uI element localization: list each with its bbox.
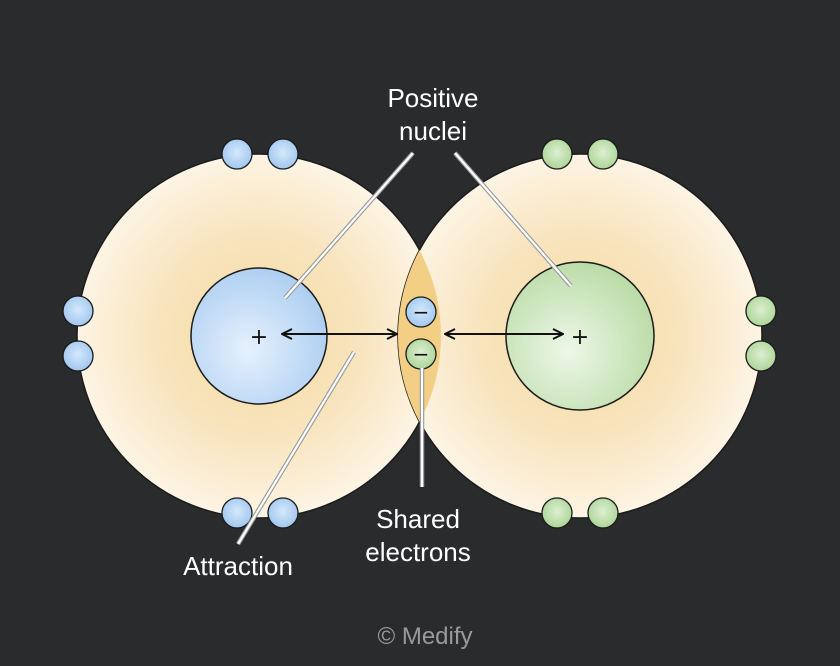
label-shared-electrons-line2: electrons bbox=[365, 537, 471, 567]
leader-lines bbox=[236, 151, 573, 546]
label-attraction: Attraction bbox=[183, 551, 293, 581]
left-nucleus-plus-sign: + bbox=[250, 325, 268, 350]
electron bbox=[267, 138, 299, 170]
right-nucleus-plus-sign: + bbox=[571, 325, 589, 350]
electron bbox=[62, 295, 94, 327]
electron bbox=[221, 138, 253, 170]
electron bbox=[62, 340, 94, 372]
leader-line-positive-nuclei-left bbox=[283, 151, 415, 300]
electron bbox=[267, 497, 299, 529]
label-shared-electrons-line1: Shared bbox=[376, 504, 460, 534]
electron bbox=[587, 497, 619, 529]
shared-electron-green: − bbox=[405, 338, 437, 370]
electron bbox=[745, 340, 777, 372]
electron bbox=[587, 138, 619, 170]
leader-line-attraction bbox=[236, 350, 356, 546]
electron bbox=[221, 497, 253, 529]
label-positive-nuclei-line2: nuclei bbox=[399, 116, 467, 146]
electron bbox=[541, 138, 573, 170]
shared-electron-blue-minus-sign: − bbox=[413, 300, 430, 324]
leader-line-positive-nuclei-right bbox=[453, 151, 573, 288]
electron bbox=[541, 497, 573, 529]
shared-electron-blue: − bbox=[405, 296, 437, 328]
copyright-notice: © Medify bbox=[377, 623, 472, 650]
electron bbox=[745, 295, 777, 327]
label-positive-nuclei-line1: Positive bbox=[387, 83, 478, 113]
shared-electron-green-minus-sign: − bbox=[413, 342, 430, 366]
left-atom-outer-electrons bbox=[62, 138, 299, 529]
right-atom-outer-electrons bbox=[541, 138, 777, 529]
